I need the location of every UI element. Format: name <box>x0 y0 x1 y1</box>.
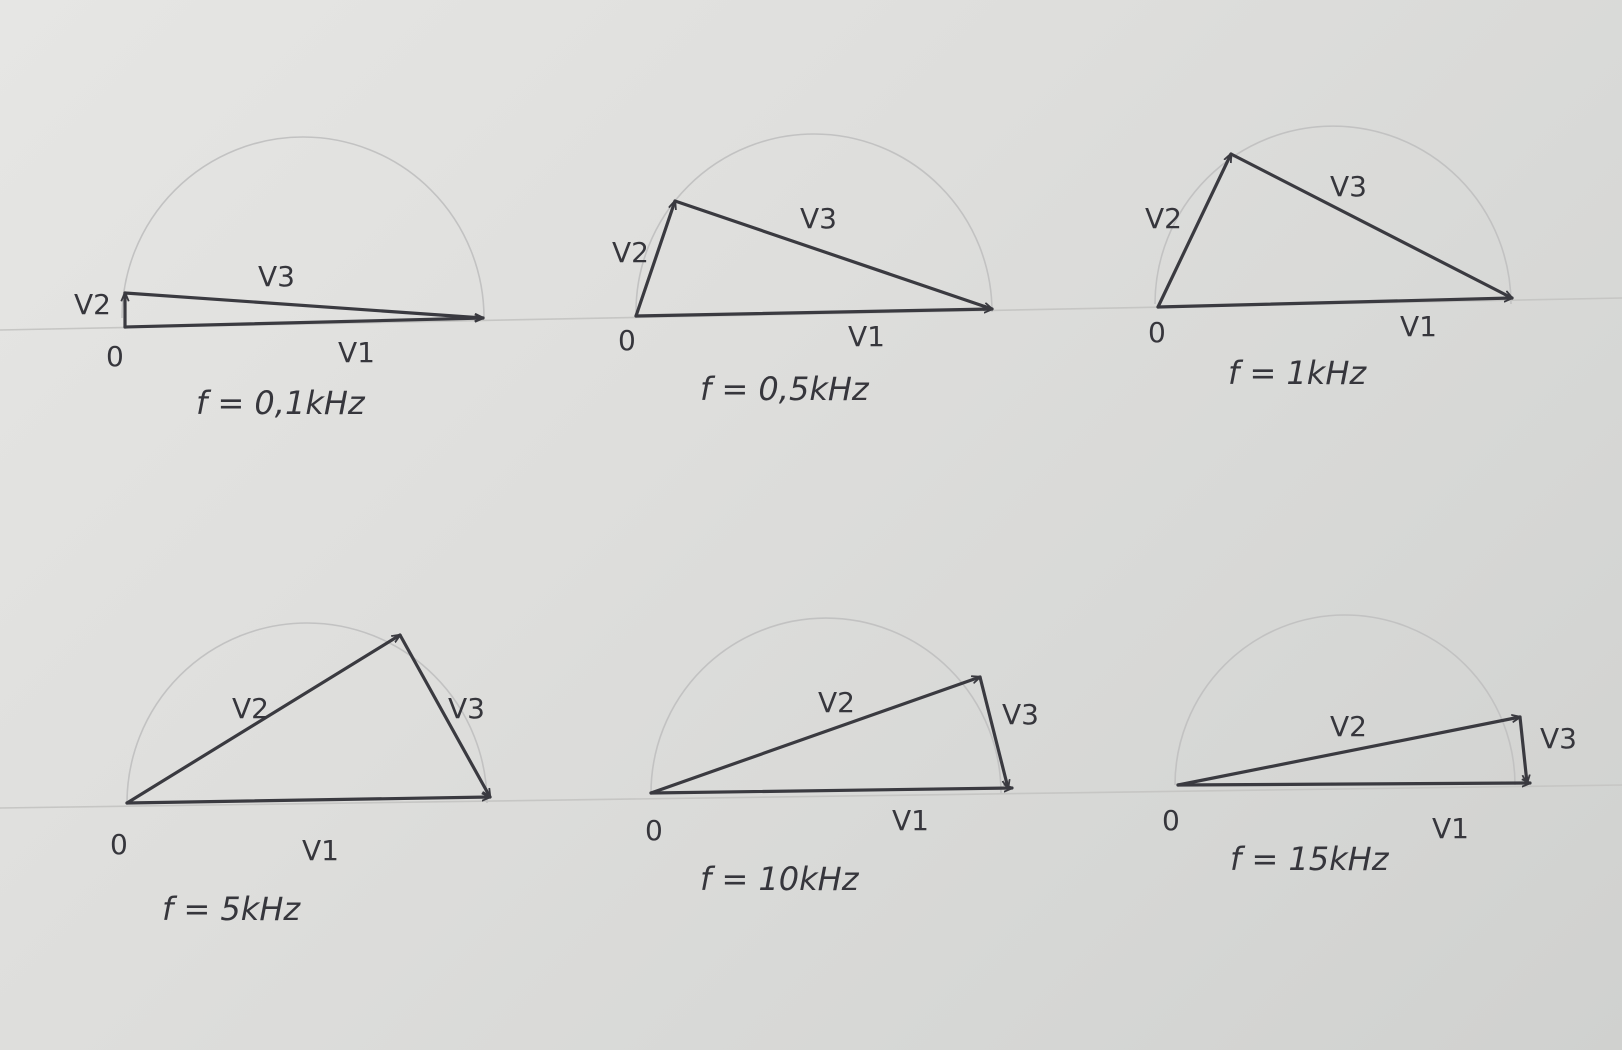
origin-label: 0 <box>645 814 663 847</box>
v2-vector <box>125 633 402 805</box>
v3-vector <box>1229 152 1514 300</box>
v2-label: V2 <box>612 236 649 269</box>
phasor-diagram-1: 0 V1 V2 V3 f = 0,1kHz <box>74 136 485 422</box>
v2-vector <box>1176 717 1520 787</box>
v3-label: V3 <box>1002 698 1039 731</box>
semicircle <box>126 622 488 804</box>
v2-label: V2 <box>818 686 855 719</box>
origin-label: 0 <box>106 340 124 373</box>
v2-vector <box>1156 152 1233 309</box>
semicircle <box>635 133 993 313</box>
semicircle <box>650 617 1002 794</box>
v3-label: V3 <box>258 260 295 293</box>
v2-label: V2 <box>1330 710 1367 743</box>
frequency-caption: f = 10kHz <box>700 860 860 898</box>
semicircle <box>121 136 485 319</box>
phasor-diagram-2: 0 V1 V2 V3 f = 0,5kHz <box>612 133 994 408</box>
v3-label: V3 <box>448 692 485 725</box>
frequency-caption: f = 0,5kHz <box>700 370 870 408</box>
v1-vector <box>125 797 492 805</box>
phasor-diagram-6: 0 V1 V2 V3 f = 15kHz <box>1162 614 1577 878</box>
v2-label: V2 <box>1145 202 1182 235</box>
semicircle <box>1174 614 1516 786</box>
origin-label: 0 <box>618 324 636 357</box>
v2-label: V2 <box>74 288 111 321</box>
v1-label: V1 <box>1400 310 1437 343</box>
v3-label: V3 <box>1540 722 1577 755</box>
baseline-bottom <box>0 784 1622 809</box>
v1-vector <box>123 318 485 329</box>
v1-label: V1 <box>338 336 375 369</box>
v1-label: V1 <box>892 804 929 837</box>
v1-label: V1 <box>302 834 339 867</box>
v3-vector <box>1518 715 1527 785</box>
v2-label: V2 <box>232 692 269 725</box>
phasor-diagram-4: 0 V1 V2 V3 f = 5kHz <box>110 622 492 928</box>
phasor-diagram-5: 0 V1 V2 V3 f = 10kHz <box>645 617 1039 898</box>
origin-label: 0 <box>1148 316 1166 349</box>
semicircle <box>1154 125 1512 305</box>
v1-vector <box>634 309 994 318</box>
v2-vector <box>634 201 675 318</box>
v3-label: V3 <box>1330 170 1367 203</box>
origin-label: 0 <box>1162 804 1180 837</box>
v1-label: V1 <box>848 320 885 353</box>
v3-vector <box>673 199 992 309</box>
frequency-caption: f = 15kHz <box>1230 840 1390 878</box>
origin-label: 0 <box>110 828 128 861</box>
v1-label: V1 <box>1432 812 1469 845</box>
v1-vector <box>1176 783 1532 785</box>
v1-vector <box>649 788 1014 795</box>
v3-vector <box>398 633 492 799</box>
frequency-caption: f = 1kHz <box>1228 354 1367 392</box>
v1-vector <box>1156 298 1514 309</box>
frequency-caption: f = 0,1kHz <box>196 384 366 422</box>
v2-vector <box>649 677 980 795</box>
v3-vector <box>978 675 1008 788</box>
v3-vector <box>123 291 485 318</box>
frequency-caption: f = 5kHz <box>162 890 301 928</box>
v3-label: V3 <box>800 202 837 235</box>
phasor-diagram-3: 0 V1 V2 V3 f = 1kHz <box>1145 125 1514 392</box>
